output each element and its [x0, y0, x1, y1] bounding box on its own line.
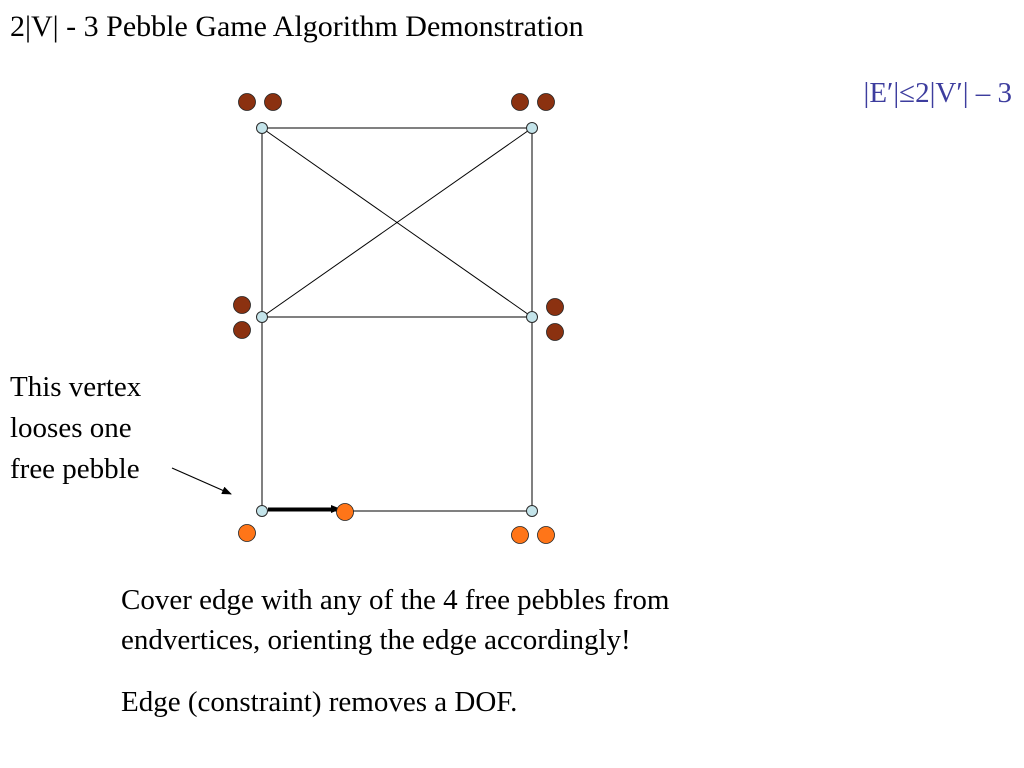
pebble-used: [238, 93, 256, 111]
vertex-note-line: free pebble: [10, 453, 140, 485]
vertex-note-line: looses one: [10, 412, 132, 444]
vertex-top-right: [526, 122, 538, 134]
slide-title: 2|V| - 3 Pebble Game Algorithm Demonstra…: [10, 10, 584, 43]
pebble-used: [511, 93, 529, 111]
pebble-free: [537, 526, 555, 544]
pebble-used: [233, 321, 251, 339]
pebble-free: [238, 524, 256, 542]
caption-line: Cover edge with any of the 4 free pebble…: [121, 584, 670, 616]
edge-diagonal-2: [261, 127, 533, 318]
pebble-used: [264, 93, 282, 111]
pebble-used: [233, 296, 251, 314]
vertex-middle-right: [526, 311, 538, 323]
caption-line: endvertices, orienting the edge accordin…: [121, 624, 631, 656]
vertex-bottom-left: [256, 505, 268, 517]
pebble-used: [537, 93, 555, 111]
vertex-note-line: This vertex: [10, 371, 142, 403]
laman-formula: |E′|≤2|V′| – 3: [863, 77, 1012, 109]
pebble-used: [546, 298, 564, 316]
pebble-free: [511, 526, 529, 544]
pebble-on-edge: [336, 503, 354, 521]
pebble-used: [546, 323, 564, 341]
vertex-note: This vertex looses one free pebble: [10, 367, 141, 490]
vertex-top-left: [256, 122, 268, 134]
caption-dof: Edge (constraint) removes a DOF.: [121, 686, 518, 718]
vertex-middle-left: [256, 311, 268, 323]
caption: Cover edge with any of the 4 free pebble…: [121, 580, 669, 660]
note-pointer-arrow: [171, 467, 232, 495]
vertex-bottom-right: [526, 505, 538, 517]
